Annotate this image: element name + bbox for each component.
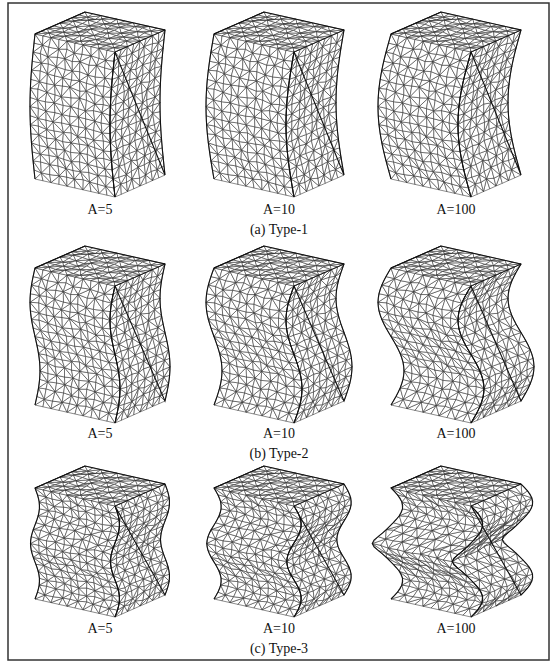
figure: A=5A=10A=100(a) Type-1A=5A=10A=100(b) Ty…	[0, 0, 558, 664]
